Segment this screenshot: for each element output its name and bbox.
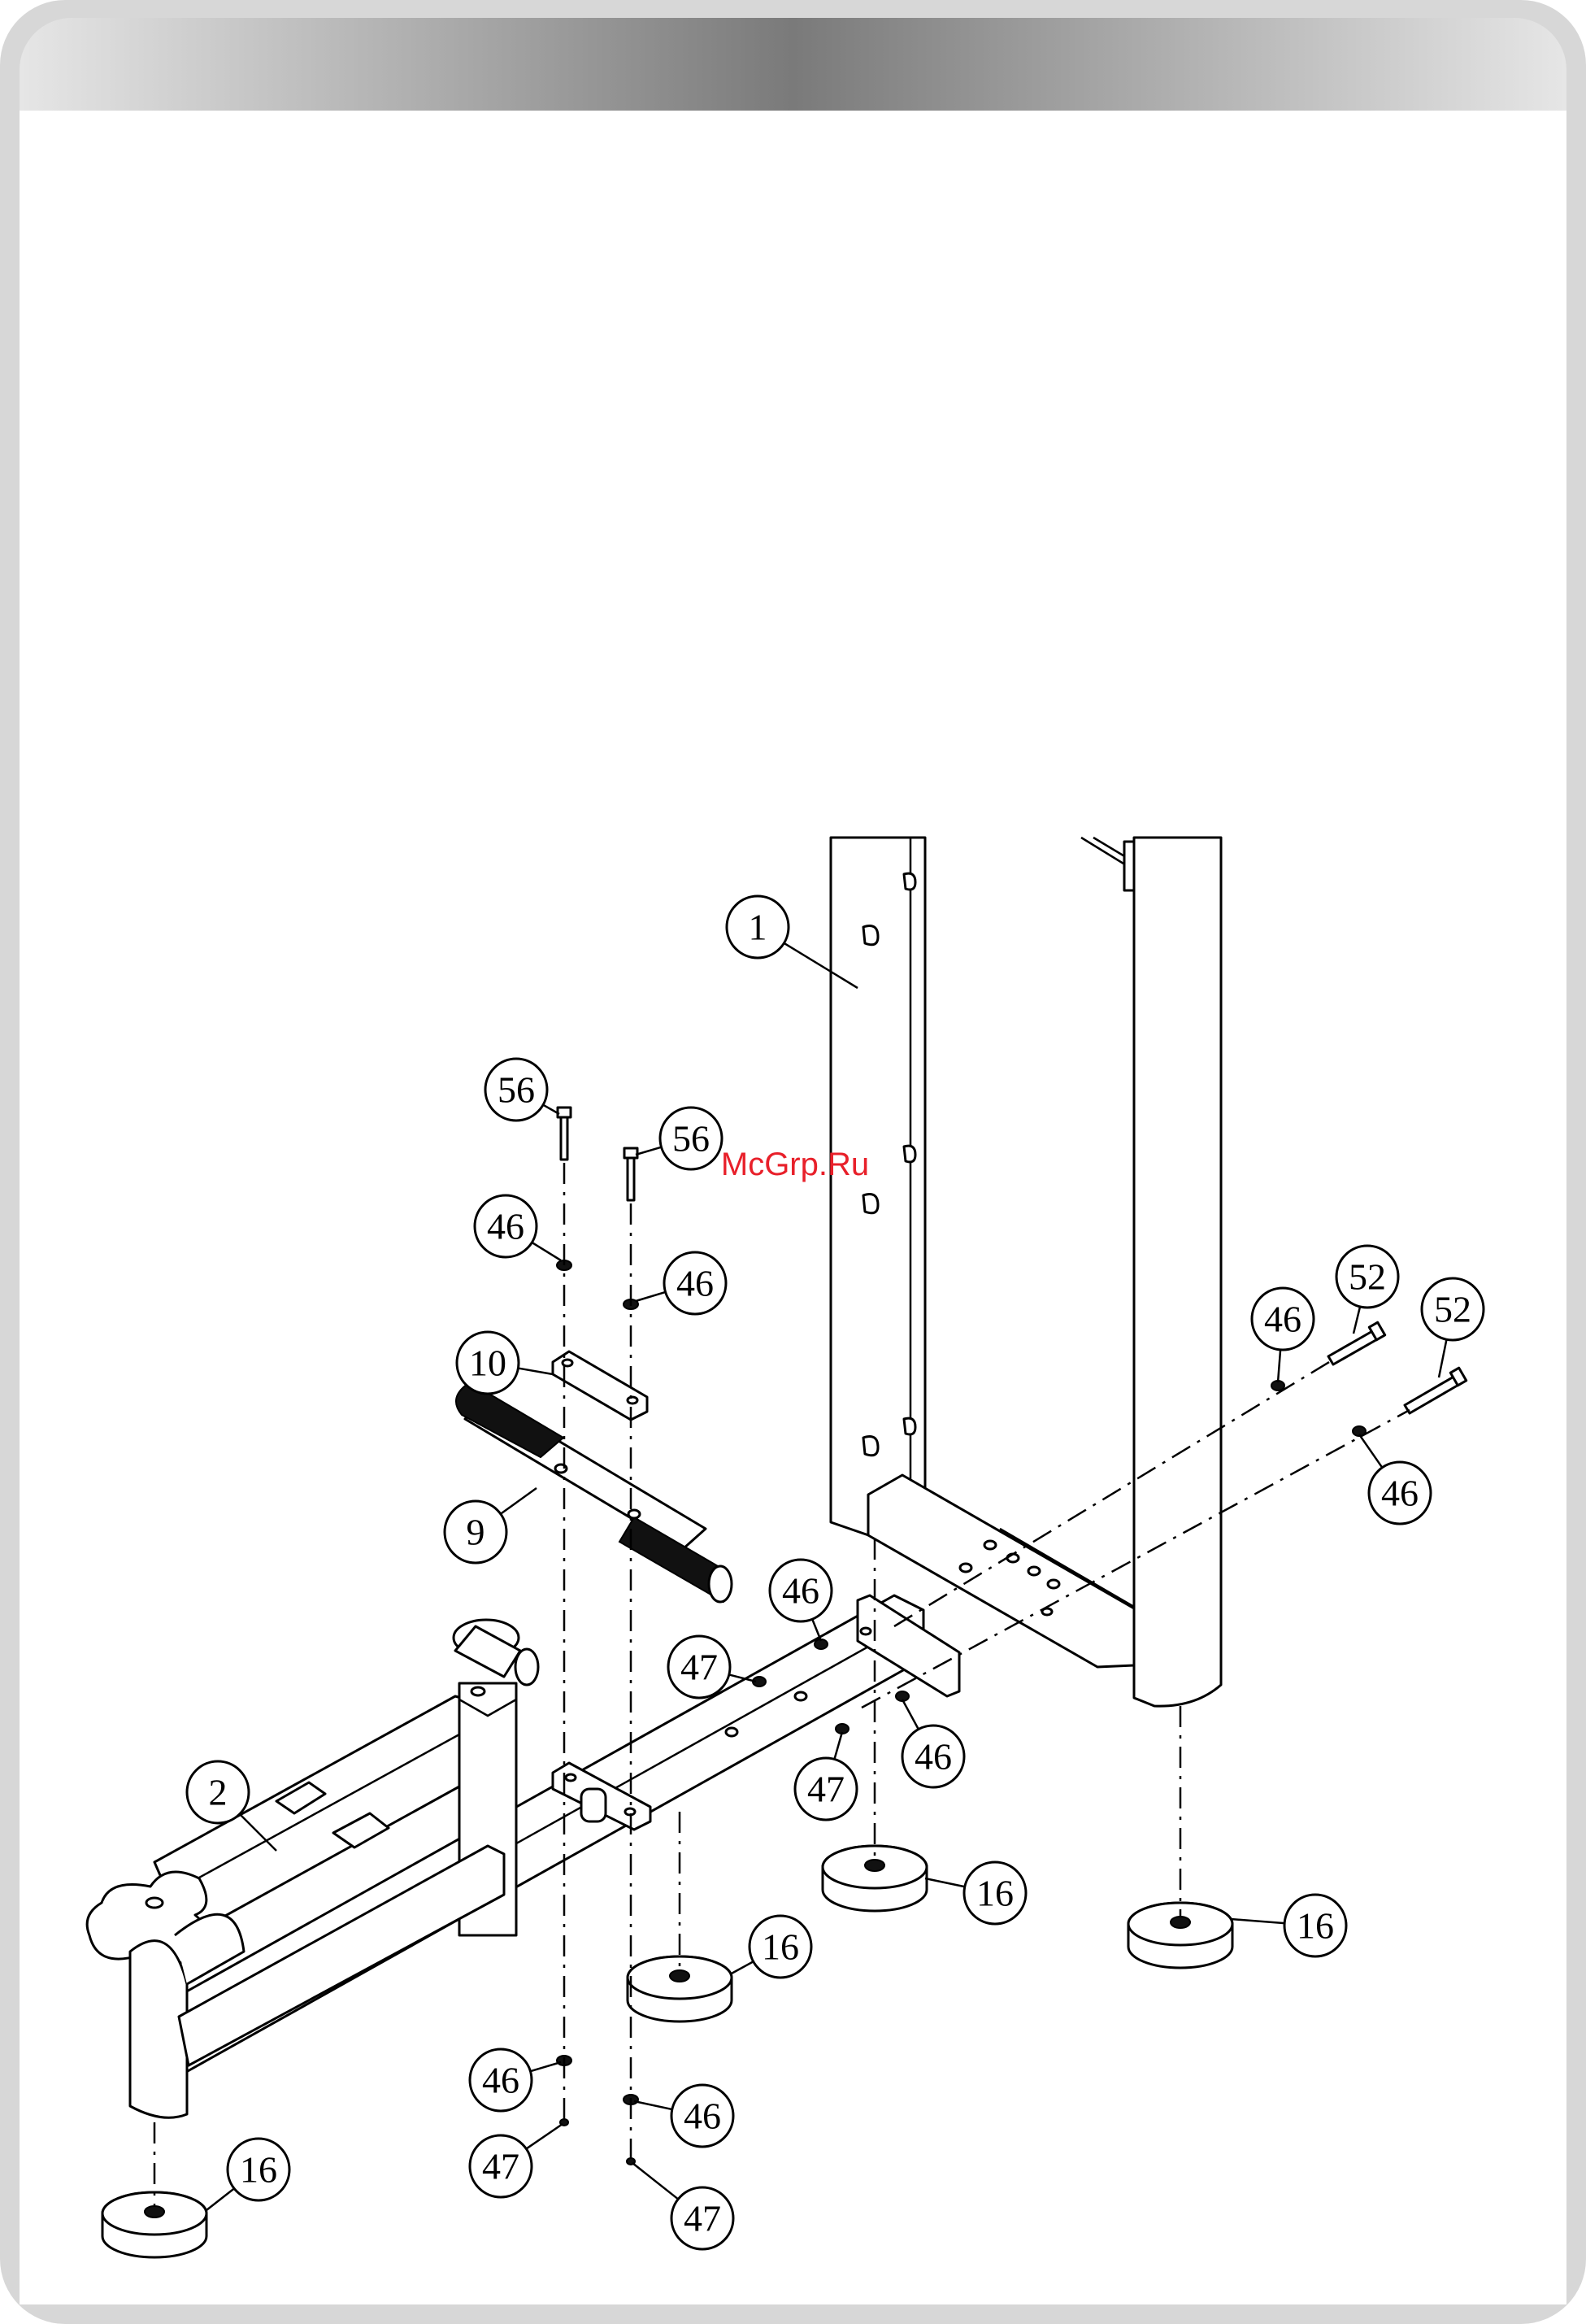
callout-number: 47	[482, 2146, 519, 2187]
callout-number: 1	[749, 907, 767, 948]
callout-number: 52	[1434, 1289, 1471, 1330]
callout-number: 46	[676, 1263, 714, 1304]
callout-number: 16	[1297, 1905, 1334, 1947]
callout-number: 47	[680, 1647, 718, 1688]
callout-number: 46	[684, 2096, 721, 2137]
callout-number: 2	[209, 1772, 228, 1813]
callout-number: 16	[240, 2149, 277, 2191]
callout-number: 46	[487, 1206, 524, 1247]
callout-number: 56	[498, 1069, 535, 1111]
callout-number: 16	[762, 1926, 799, 1968]
callout-number: 10	[469, 1343, 506, 1384]
callout-number: 46	[915, 1736, 952, 1778]
watermark-text: McGrp.Ru	[721, 1147, 869, 1182]
callout-number: 46	[782, 1570, 819, 1612]
callout-number: 16	[976, 1873, 1014, 1914]
callout-number: 52	[1349, 1256, 1386, 1298]
callout-number: 47	[807, 1769, 845, 1810]
callout-number: 46	[1381, 1473, 1419, 1514]
callout-number: 46	[1264, 1299, 1301, 1340]
callout-number: 56	[672, 1118, 710, 1160]
callout-number: 47	[684, 2198, 721, 2239]
callout-number: 9	[467, 1512, 485, 1553]
callout-number: 46	[482, 2060, 519, 2101]
